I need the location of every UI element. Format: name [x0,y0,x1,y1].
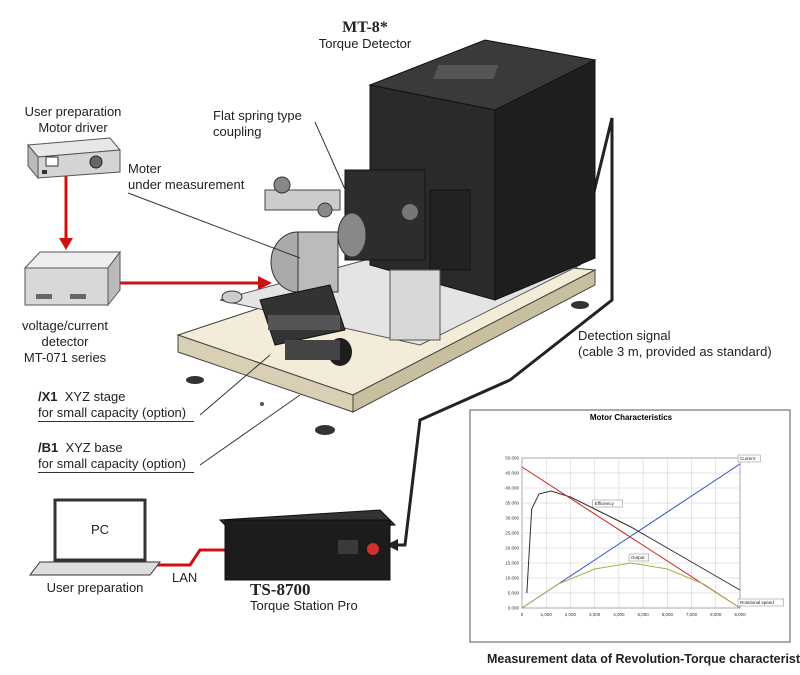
y-tick-label: 30.000 [505,516,519,521]
detector-label-line2: detector [41,334,89,349]
x-tick-label: 1,000 [541,612,553,617]
series-label: Efficiency [595,501,615,506]
detection-signal-line2: (cable 3 m, provided as standard) [578,344,772,359]
lan-label: LAN [172,570,198,585]
y-tick-label: 15.000 [505,561,519,566]
x1-sub: for small capacity (option) [38,405,187,420]
detector-label-line3: MT-071 series [23,350,107,365]
ts8700-name: Torque Station Pro [250,598,358,613]
x-tick-label: 0 [521,612,524,617]
pc-label: PC [90,522,110,537]
motor-driver-icon [27,137,121,180]
motor-label-line1: Moter [128,161,162,176]
mt8-name: Torque Detector [318,36,412,51]
y-tick-label: 40.000 [505,486,519,491]
detection-signal-label: Detection signal (cable 3 m, provided as… [578,328,772,360]
series-label: Output [631,555,645,560]
y-tick-label: 10.000 [505,576,519,581]
motor-icon [264,176,341,293]
series-line [521,562,741,609]
x-tick-label: 9,000 [734,612,746,617]
motor-driver-label-line1: User preparation [24,104,122,119]
x-tick-label: 8,000 [710,612,722,617]
b1-sub: for small capacity (option) [38,456,187,471]
b1-name: XYZ base [65,440,123,455]
x1-code: /X1 [38,389,58,404]
series-label-box [592,499,623,508]
motor-driver-label: User preparation Motor driver [18,104,128,136]
x-tick-label: 5,000 [637,612,649,617]
detection-signal-line1: Detection signal [578,328,671,343]
mt8-star: * [379,19,388,36]
detector-label-line1: voltage/current [22,318,108,333]
detection-cable [395,117,614,547]
series-label-box [737,598,784,607]
x-tick-label: 7,000 [686,612,698,617]
pc-user-prep-label: User preparation [46,580,144,595]
xyz-stage-icon [221,284,352,366]
series-label-box [628,553,649,562]
ts8700-model: TS-8700 [250,580,311,599]
b1-base-label: /B1 XYZ base for small capacity (option) [38,440,195,473]
series-line [526,490,741,594]
series-label: Rotational speed [740,600,774,605]
motor-label: Moter under measurement [128,161,244,193]
y-tick-label: 45.000 [505,471,519,476]
chart-title: Motor Characteristics [590,413,673,422]
series-label-box [737,454,761,463]
x1-stage-label: /X1 XYZ stage for small capacity (option… [38,389,195,422]
b1-code: /B1 [38,440,59,455]
x-tick-label: 6,000 [662,612,674,617]
coupling-label-line1: Flat spring type [213,108,302,123]
y-tick-label: 0.000 [508,606,520,611]
mt8-model: MT-8 [342,19,380,36]
x-tick-label: 2,000 [565,612,577,617]
chart-caption: Measurement data of Revolution-Torque ch… [487,652,800,666]
coupling-label: Flat spring type coupling [213,108,302,140]
torque-station-icon [218,509,397,581]
series-label: Current [740,456,756,461]
laptop-icon [28,498,162,576]
y-tick-label: 50.000 [505,456,519,461]
y-tick-label: 25.000 [505,531,519,536]
detector-label: voltage/current detector MT-071 series [10,318,120,366]
x-tick-label: 3,000 [589,612,601,617]
motor-driver-label-line2: Motor driver [38,120,108,135]
y-tick-label: 5.000 [508,591,520,596]
coupling-label-line2: coupling [213,124,262,139]
y-tick-label: 35.000 [505,501,519,506]
mt8-label: MT-8* Torque Detector [300,20,430,52]
detector-box-icon [23,250,121,307]
ts8700-label: TS-8700 Torque Station Pro [250,580,358,614]
coupling-icon [337,169,471,341]
x-tick-label: 4,000 [613,612,625,617]
motor-label-line2: under measurement [128,177,245,192]
motor-characteristics-chart: Motor Characteristics 0 1,000 2,000 3,000 4,0… [469,409,791,643]
y-tick-label: 20.000 [505,546,519,551]
x1-name: XYZ stage [64,389,126,404]
